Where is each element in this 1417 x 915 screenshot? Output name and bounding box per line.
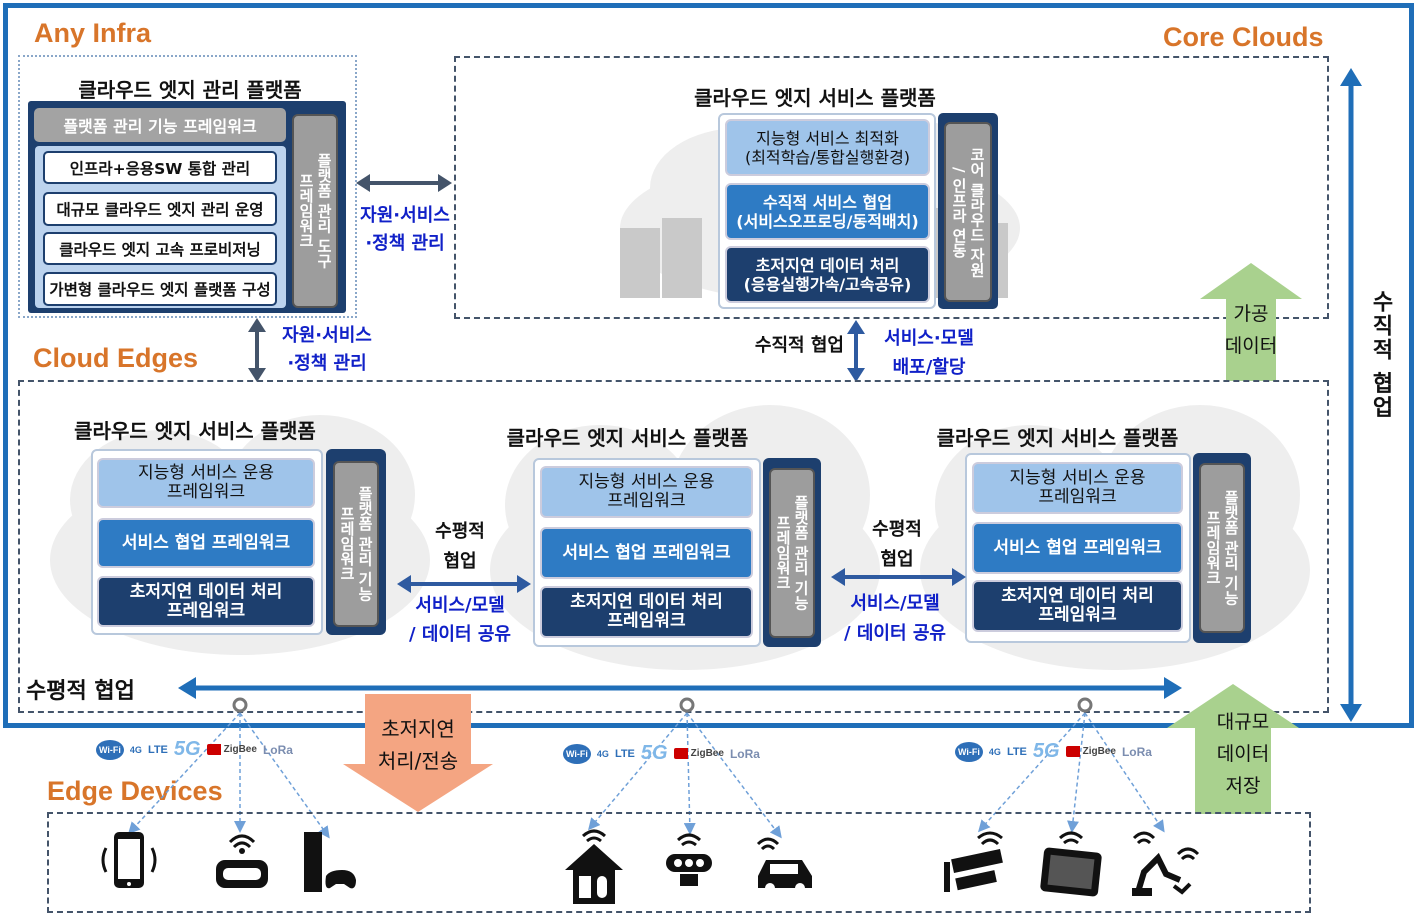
horizontal-collab-label-1b: 협업	[443, 551, 477, 572]
horizontal-collab-label-2a: 수평적	[872, 519, 922, 540]
mgmt-edge-arrow	[248, 318, 266, 382]
core-clouds-container	[454, 56, 1329, 319]
horizontal-share-label-2a: 서비스/모델	[850, 593, 940, 614]
mgmt-item-variable: 가변형 클라우드 엣지 플랫폼 구성	[43, 272, 277, 306]
horizontal-arrow-2	[831, 568, 966, 586]
section-core-clouds: Core Clouds	[1163, 22, 1324, 52]
big-data-label-1: 대규모	[1216, 711, 1270, 733]
core-resource-integration: 코어 클라우드 자원 / 인프라 연동	[944, 122, 992, 302]
protocol-zigbee-icon: ZigBee	[673, 748, 724, 759]
protocol-badges-2: Wi-Fi 4G LTE 5G ZigBee LoRa	[563, 742, 760, 765]
vr-headset-icon	[216, 834, 268, 888]
edge-3-mgmt-function: 플랫폼 관리 기능 프레임워크	[1199, 463, 1245, 633]
mgmt-core-label-1: 자원·서비스	[360, 205, 450, 226]
edge-2-service-collab: 서비스 협업 프레임워크	[540, 527, 753, 579]
mgmt-item-provisioning: 클라우드 엣지 고속 프로비저닝	[43, 232, 277, 265]
low-latency-label-1: 초저지연	[381, 717, 455, 741]
horizontal-collab-bar-label: 수평적 협업	[26, 679, 135, 704]
smartphone-icon	[101, 832, 157, 888]
edge-platform-title-3: 클라우드 엣지 서비스 플랫폼	[936, 426, 1179, 450]
protocol-lte-icon: LTE	[147, 743, 168, 756]
tablet-icon	[1040, 831, 1102, 897]
mgmt-platform-container	[18, 55, 357, 318]
protocol-badges-1: Wi-Fi 4G LTE 5G ZigBee LoRa	[96, 738, 293, 761]
mgmt-edge-label-1: 자원·서비스	[282, 325, 372, 346]
big-data-label-3: 저장	[1225, 775, 1261, 797]
protocol-5g-icon: 5G	[640, 742, 668, 764]
protocol-5g-icon: 5G	[173, 738, 201, 760]
mgmt-platform-title: 클라우드 엣지 관리 플랫폼	[78, 78, 302, 102]
mgmt-core-label-2: ·정책 관리	[365, 233, 445, 254]
mgmt-item-large-scale: 대규모 클라우드 엣지 관리 운영	[43, 192, 277, 226]
mgmt-item-integrated: 인프라+응용SW 통합 관리	[43, 151, 277, 184]
game-console-icon	[304, 832, 356, 892]
protocol-badges-3: Wi-Fi 4G LTE 5G ZigBee LoRa	[955, 740, 1152, 763]
section-any-infra: Any Infra	[34, 18, 152, 48]
core-intelligent-service: 지능형 서비스 최적화 (최적학습/통합실행환경)	[725, 119, 930, 176]
edge-1-service-collab: 서비스 협업 프레임워크	[97, 518, 315, 568]
vertical-collab-label: 수직적 협업	[754, 335, 844, 356]
core-platform-title: 클라우드 엣지 서비스 플랫폼	[694, 86, 936, 110]
mgmt-framework-header: 플랫폼 관리 기능 프레임워크	[34, 108, 286, 142]
horizontal-share-label-1a: 서비스/모델	[415, 595, 505, 616]
mgmt-edge-label-2: ·정책 관리	[287, 353, 367, 374]
vertical-deploy-label-1: 서비스·모델	[884, 328, 974, 349]
protocol-4g-icon: 4G	[596, 748, 609, 759]
smart-home-icon	[565, 829, 623, 904]
edge-3-intelligent-service: 지능형 서비스 운용 프레임워크	[972, 462, 1183, 514]
protocol-4g-icon: 4G	[129, 744, 142, 755]
mgmt-tool-framework: 플랫폼 관리 도구 프레임워크	[292, 114, 338, 308]
vertical-deploy-label-2: 배포/할당	[892, 357, 966, 378]
core-vertical-service: 수직적 서비스 협업 (서비스오프로딩/동적배치)	[725, 183, 930, 240]
horizontal-share-label-2b: / 데이터 공유	[844, 623, 946, 644]
mgmt-core-arrow	[356, 174, 452, 192]
low-latency-label-2: 처리/전송	[377, 749, 459, 773]
edge-1-mgmt-function: 플랫폼 관리 기능 프레임워크	[333, 461, 379, 627]
protocol-lora-icon: LoRa	[262, 742, 293, 757]
edge-2-low-latency: 초저지연 데이터 처리 프레임워크	[540, 586, 753, 638]
edge-3-service-collab: 서비스 협업 프레임워크	[972, 522, 1183, 574]
vertical-collab-axis-label: 수직적 협업	[1368, 290, 1393, 420]
section-edge-devices: Edge Devices	[47, 776, 223, 806]
horizontal-share-label-1b: / 데이터 공유	[409, 624, 511, 645]
edge-2-mgmt-function: 플랫폼 관리 기능 프레임워크	[769, 468, 815, 638]
protocol-zigbee-icon: ZigBee	[206, 744, 257, 755]
low-latency-arrow	[343, 694, 493, 812]
cctv-icon	[944, 831, 1003, 892]
robot-icon	[666, 833, 712, 886]
vertical-collab-axis-arrow	[1340, 68, 1362, 722]
processed-data-label-1: 가공	[1233, 303, 1269, 325]
edge-2-intelligent-service: 지능형 서비스 운용 프레임워크	[540, 466, 753, 518]
edge-3-low-latency: 초저지연 데이터 처리 프레임워크	[972, 580, 1183, 632]
protocol-wifi-icon: Wi-Fi	[955, 741, 983, 762]
section-cloud-edges: Cloud Edges	[33, 343, 199, 373]
edge-1-low-latency: 초저지연 데이터 처리 프레임워크	[97, 576, 315, 627]
robot-arm-icon	[1132, 831, 1200, 896]
protocol-wifi-icon: Wi-Fi	[96, 739, 124, 760]
big-data-arrow	[1167, 684, 1299, 814]
edge-platform-title-2: 클라우드 엣지 서비스 플랫폼	[506, 426, 749, 450]
big-data-label-2: 데이터	[1216, 743, 1270, 765]
processed-data-label-2: 데이터	[1224, 335, 1278, 357]
core-low-latency-data: 초저지연 데이터 처리 (응용실행가속/고속공유)	[725, 246, 930, 303]
protocol-zigbee-icon: ZigBee	[1065, 746, 1116, 757]
protocol-lte-icon: LTE	[1006, 745, 1027, 758]
protocol-5g-icon: 5G	[1032, 740, 1060, 762]
processed-data-arrow	[1200, 263, 1302, 381]
horizontal-collab-bar-arrow	[178, 677, 1182, 699]
horizontal-arrow-1	[397, 575, 531, 593]
horizontal-collab-label-2b: 협업	[880, 549, 914, 570]
protocol-lora-icon: LoRa	[729, 746, 760, 761]
protocol-wifi-icon: Wi-Fi	[563, 743, 591, 764]
protocol-4g-icon: 4G	[988, 746, 1001, 757]
connected-car-icon	[756, 837, 812, 893]
horizontal-collab-label-1a: 수평적	[435, 521, 485, 542]
core-edge-arrow	[847, 320, 865, 382]
cloud-edges-container	[18, 380, 1329, 713]
edge-1-intelligent-service: 지능형 서비스 운용 프레임워크	[97, 458, 315, 508]
protocol-lora-icon: LoRa	[1121, 744, 1152, 759]
protocol-lte-icon: LTE	[614, 747, 635, 760]
edge-platform-title-1: 클라우드 엣지 서비스 플랫폼	[74, 419, 316, 443]
edge-devices-container	[47, 812, 1311, 913]
